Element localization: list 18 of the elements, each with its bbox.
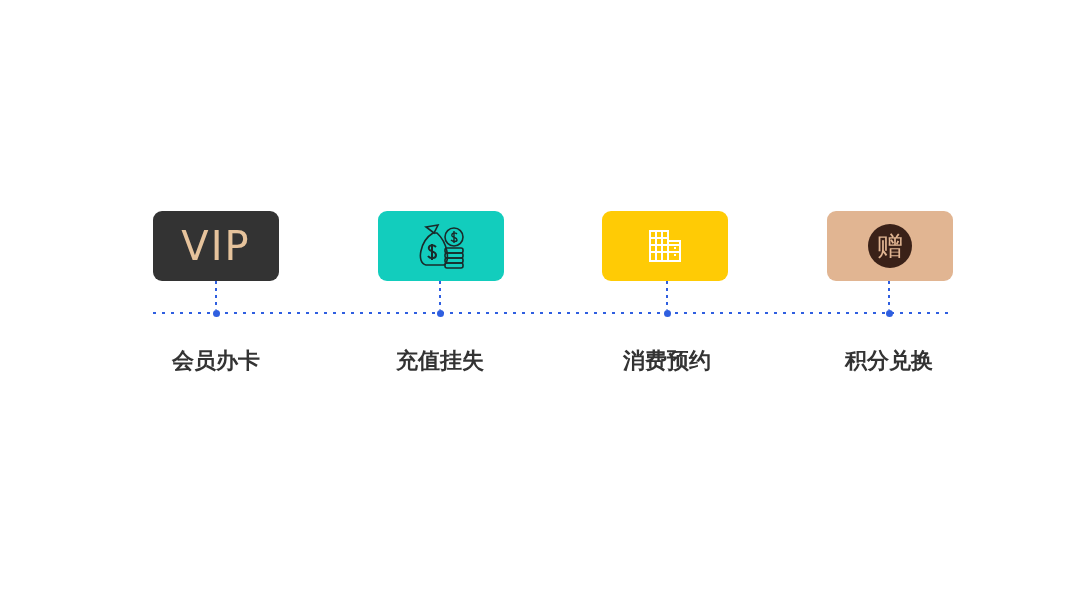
feature-card xyxy=(827,211,953,281)
step-label: 积分兑换 xyxy=(845,347,933,375)
timeline-dot xyxy=(885,309,893,317)
feature-card xyxy=(378,211,504,281)
feature-card xyxy=(153,211,279,281)
step-label: 充值挂失 xyxy=(396,347,484,375)
connector-line xyxy=(439,280,441,311)
timeline-dot xyxy=(436,309,444,317)
step-label: 会员办卡 xyxy=(172,347,260,375)
timeline-dot xyxy=(663,309,671,317)
feature-card xyxy=(602,211,728,281)
step-label: 消费预约 xyxy=(623,347,711,375)
timeline-dot xyxy=(212,309,220,317)
card-title: VIP xyxy=(181,223,251,269)
connector-line xyxy=(215,280,217,311)
gift-badge: 赠 xyxy=(868,224,912,268)
connector-line xyxy=(888,280,890,311)
connector-line xyxy=(666,280,668,311)
